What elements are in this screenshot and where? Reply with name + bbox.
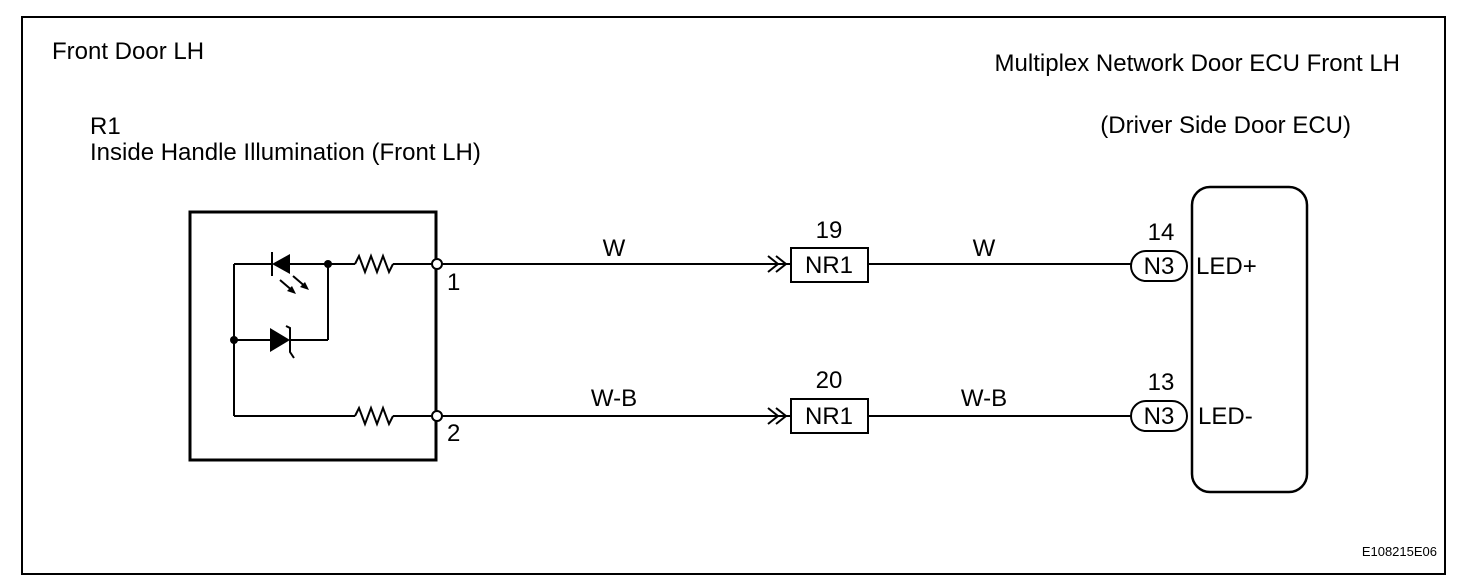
wire-color-label: W-B bbox=[961, 385, 1007, 412]
connector-arrow-icon bbox=[775, 407, 788, 425]
pin-number: 2 bbox=[447, 420, 460, 447]
ecu-pin-number: 14 bbox=[1148, 219, 1175, 246]
connector-arrow-icon bbox=[775, 255, 788, 273]
wire-color-label: W bbox=[603, 235, 626, 262]
wire-color-label: W bbox=[973, 235, 996, 262]
pin-terminal bbox=[431, 258, 443, 270]
resistor-icon bbox=[354, 253, 394, 275]
resistor-icon bbox=[354, 405, 394, 427]
ecu-signal-label: LED- bbox=[1198, 403, 1253, 430]
zener-diode-icon bbox=[270, 328, 290, 352]
area-label: Front Door LH bbox=[52, 38, 204, 65]
junction-label: NR1 bbox=[805, 252, 853, 279]
connector-arrow-icon bbox=[767, 407, 780, 425]
wire-color-label: W-B bbox=[591, 385, 637, 412]
component-code: R1 bbox=[90, 113, 121, 140]
figure-code: E108215E06 bbox=[1362, 544, 1437, 559]
junction-pin-number: 20 bbox=[816, 367, 843, 394]
ecu-box bbox=[1190, 185, 1309, 494]
component-box bbox=[188, 210, 438, 462]
wire-row-2: W-B NR1 20 W-B N3 13 LED- bbox=[442, 367, 1253, 434]
led-diode-icon bbox=[272, 254, 290, 274]
component-name: Inside Handle Illumination (Front LH) bbox=[90, 139, 481, 166]
ecu-name: Multiplex Network Door ECU Front LH bbox=[995, 50, 1400, 77]
wire-row-1: W NR1 19 W N3 14 LED+ bbox=[442, 217, 1257, 283]
pin-number: 1 bbox=[447, 269, 460, 296]
junction-connector bbox=[790, 398, 869, 434]
ecu-pin-number: 13 bbox=[1148, 369, 1175, 396]
connector-arrow-icon bbox=[767, 255, 780, 273]
junction-label: NR1 bbox=[805, 403, 853, 430]
junction-pin-number: 19 bbox=[816, 217, 843, 244]
ecu-subtitle: (Driver Side Door ECU) bbox=[1100, 112, 1351, 139]
component-internal-circuit bbox=[230, 252, 432, 427]
pin-terminal bbox=[431, 410, 443, 422]
ecu-connector-label: N3 bbox=[1144, 403, 1175, 430]
ecu-connector bbox=[1130, 250, 1188, 282]
ecu-connector-label: N3 bbox=[1144, 253, 1175, 280]
diagram-frame bbox=[21, 16, 1446, 575]
light-emission-arrows-icon bbox=[279, 275, 309, 294]
ecu-signal-label: LED+ bbox=[1196, 253, 1257, 280]
ecu-connector bbox=[1130, 400, 1188, 432]
